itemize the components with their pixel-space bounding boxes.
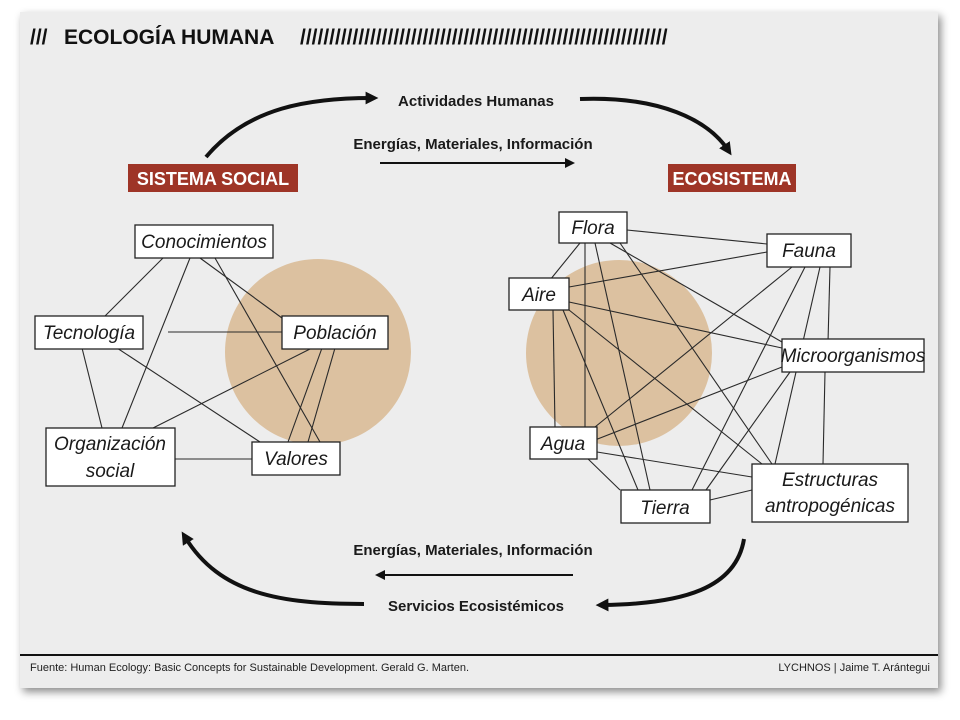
- top-flow-label: Energías, Materiales, Información: [353, 136, 592, 153]
- top-left-arc-arrow: [204, 91, 379, 159]
- ecosistema-badge: ECOSISTEMA: [668, 164, 796, 192]
- bottom-left-arc-arrow: [181, 531, 365, 606]
- node-valores: Valores: [251, 441, 341, 476]
- actividades-humanas-label: Actividades Humanas: [398, 93, 554, 110]
- infographic-card: /// ECOLOGÍA HUMANA ////////////////////…: [20, 12, 938, 688]
- top-right-arc-arrow: [579, 96, 732, 156]
- node-tecnologia: Tecnología: [34, 315, 144, 350]
- footer-credit: LYCHNOS | Jaime T. Arántegui: [778, 662, 930, 674]
- node-poblacion: Población: [281, 315, 389, 350]
- node-microorganismos-label: Microorganismos: [781, 346, 926, 367]
- diagram-title: ECOLOGÍA HUMANA: [64, 26, 274, 49]
- sistema-social-label: SISTEMA SOCIAL: [137, 169, 289, 189]
- servicios-ecosistemicos-label: Servicios Ecosistémicos: [388, 598, 564, 615]
- sistema-social-badge: SISTEMA SOCIAL: [128, 164, 298, 192]
- node-aire: Aire: [508, 277, 570, 311]
- node-microorganismos: Microorganismos: [781, 338, 926, 373]
- node-organizacion-social: Organización social: [45, 427, 176, 487]
- node-organizacion-line2: social: [86, 461, 135, 482]
- node-estructuras-line1: Estructuras: [782, 470, 879, 491]
- node-aire-label: Aire: [521, 285, 556, 306]
- node-agua-label: Agua: [540, 434, 585, 455]
- node-estructuras-antropogenicas: Estructuras antropogénicas: [751, 463, 909, 523]
- ecology-diagram: /// ECOLOGÍA HUMANA ////////////////////…: [20, 26, 938, 674]
- node-tierra: Tierra: [620, 489, 711, 524]
- node-flora: Flora: [558, 211, 628, 244]
- node-fauna: Fauna: [766, 233, 852, 268]
- node-tecnologia-label: Tecnología: [43, 323, 135, 344]
- title-slashes-right: ////////////////////////////////////////…: [300, 26, 668, 49]
- node-conocimientos-label: Conocimientos: [141, 232, 267, 253]
- node-estructuras-line2: antropogénicas: [765, 496, 895, 517]
- bottom-flow-label: Energías, Materiales, Información: [353, 542, 592, 559]
- node-poblacion-label: Población: [293, 323, 376, 344]
- node-tierra-label: Tierra: [640, 498, 689, 519]
- node-organizacion-line1: Organización: [54, 434, 166, 455]
- title-slashes-left: ///: [30, 26, 48, 49]
- bottom-right-arc-arrow: [595, 538, 746, 612]
- node-flora-label: Flora: [571, 218, 614, 239]
- footer-source: Fuente: Human Ecology: Basic Concepts fo…: [30, 662, 469, 674]
- node-conocimientos: Conocimientos: [134, 224, 274, 259]
- node-agua: Agua: [529, 426, 598, 460]
- ecosistema-label: ECOSISTEMA: [672, 169, 791, 189]
- node-fauna-label: Fauna: [782, 241, 836, 262]
- node-valores-label: Valores: [264, 449, 328, 470]
- social-highlight-circle: [225, 259, 411, 445]
- social-edges: [81, 257, 336, 460]
